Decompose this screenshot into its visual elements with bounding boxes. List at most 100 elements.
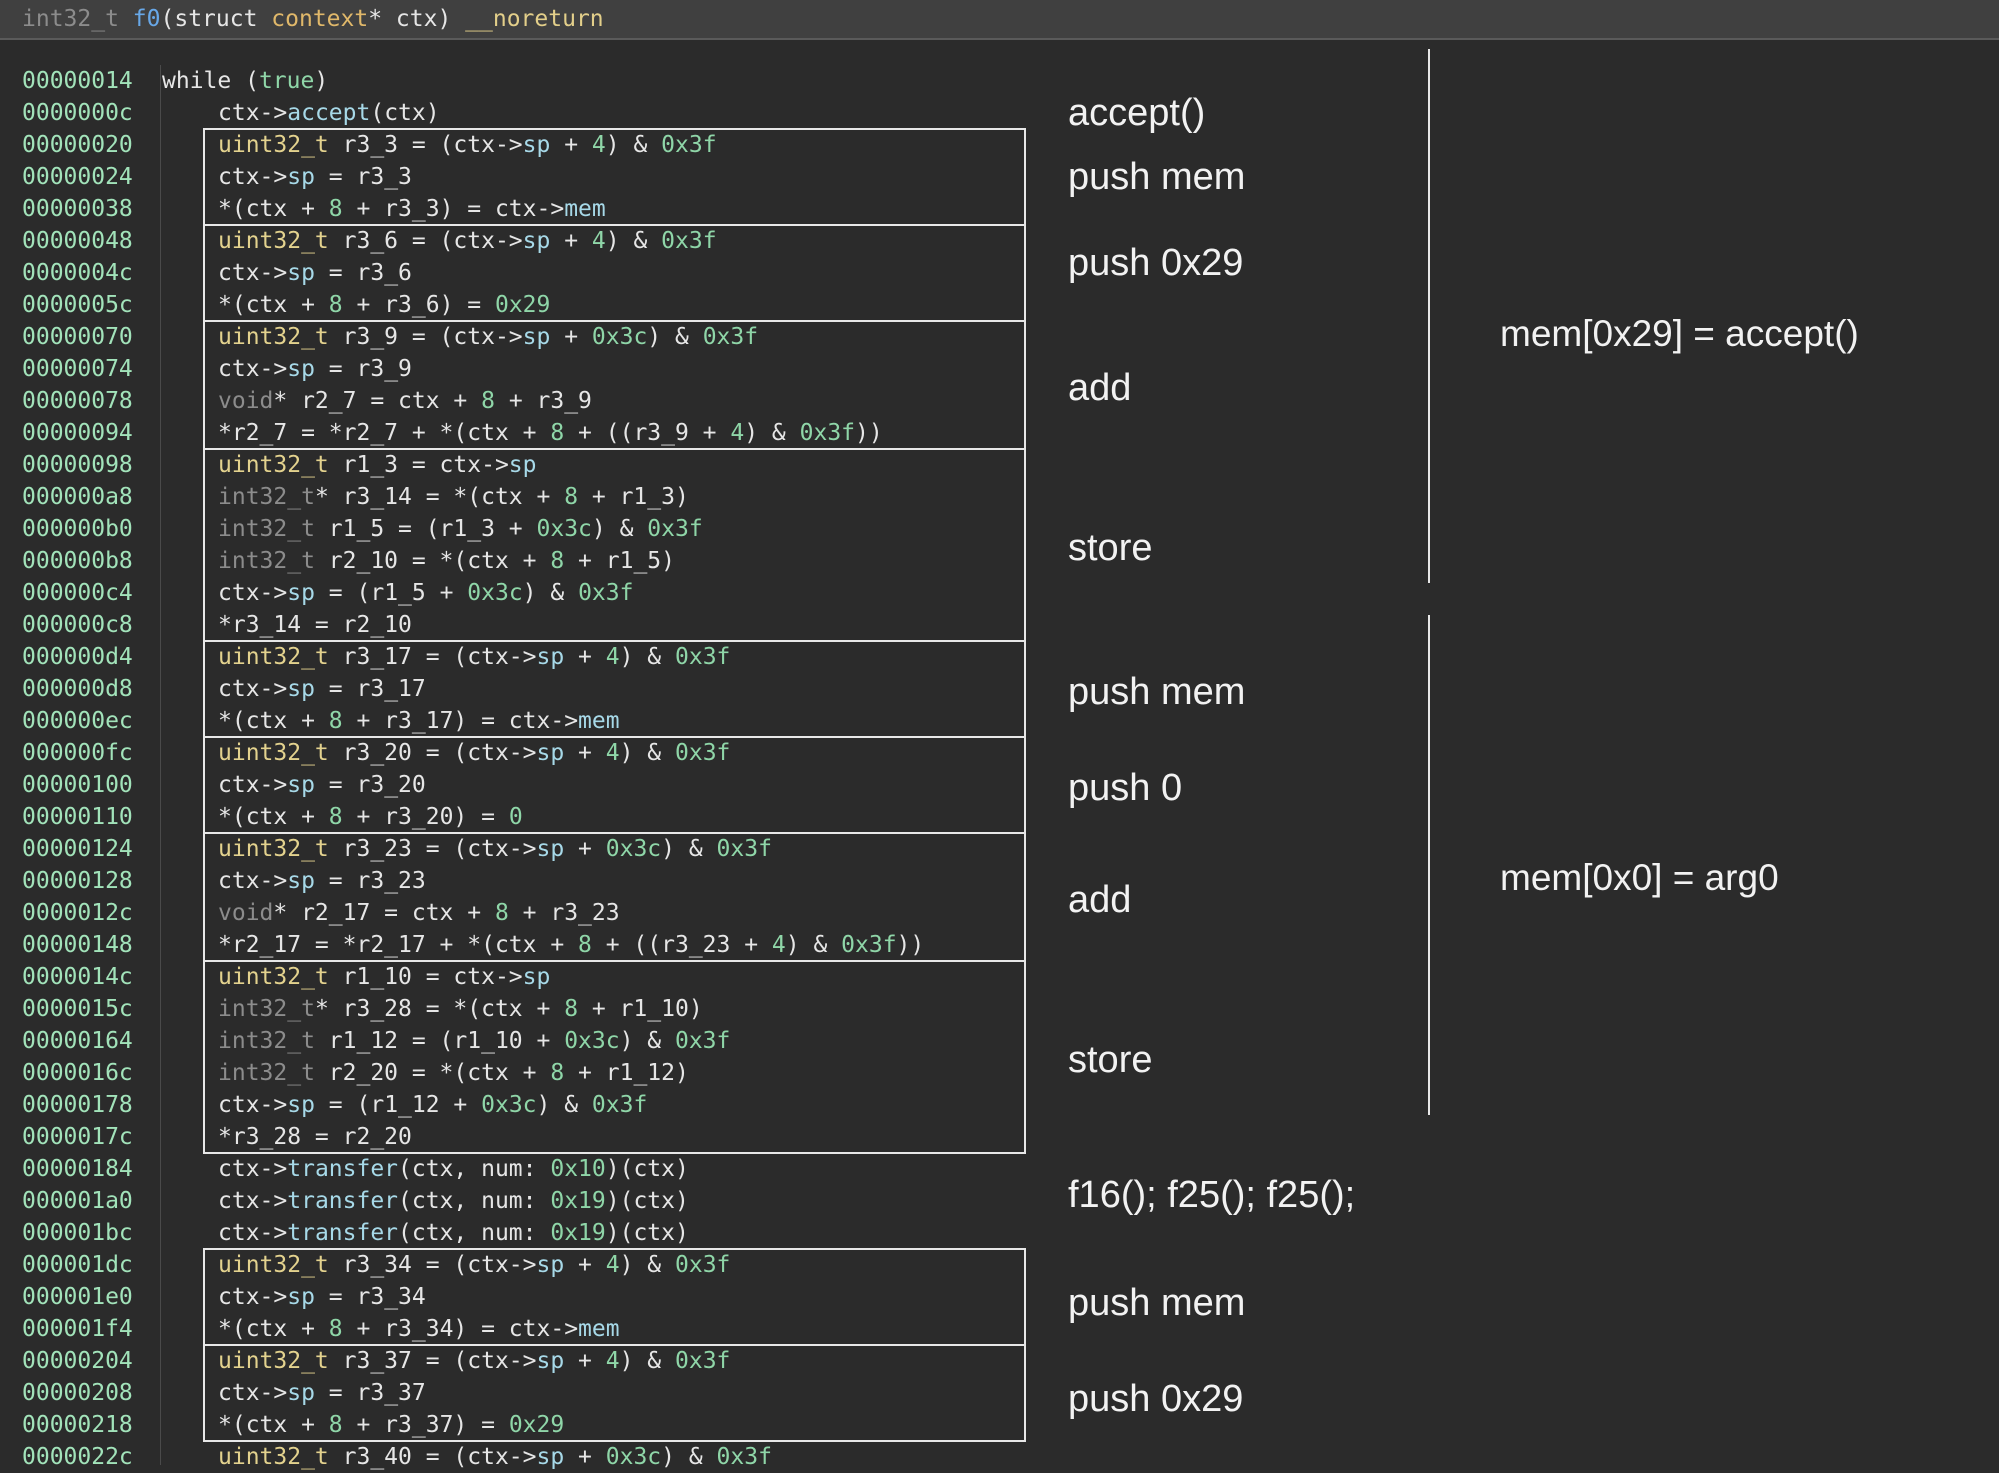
code-text[interactable]: ctx->sp = r3_3 [218,161,412,193]
line-address[interactable]: 0000000c [22,100,133,126]
code-line[interactable]: 0000000c ctx->accept(ctx) [0,97,1040,129]
line-address[interactable]: 00000178 [22,1092,133,1118]
code-text[interactable]: uint32_t r3_34 = (ctx->sp + 4) & 0x3f [218,1249,730,1281]
code-text[interactable]: void* r2_7 = ctx + 8 + r3_9 [218,385,592,417]
code-line[interactable]: 0000005c*(ctx + 8 + r3_6) = 0x29 [0,289,1040,321]
code-line[interactable]: 000001e0 ctx->sp = r3_34 [0,1281,1040,1313]
line-address[interactable]: 00000014 [22,68,133,94]
code-line[interactable]: 00000128 ctx->sp = r3_23 [0,865,1040,897]
code-line[interactable]: 00000178 ctx->sp = (r1_12 + 0x3c) & 0x3f [0,1089,1040,1121]
line-address[interactable]: 000000a8 [22,484,133,510]
code-line[interactable]: 000001bc ctx->transfer(ctx, num: 0x19)(ct… [0,1217,1040,1249]
line-address[interactable]: 000001bc [22,1220,133,1246]
line-address[interactable]: 00000164 [22,1028,133,1054]
code-text[interactable]: ctx->sp = r3_34 [218,1281,426,1313]
code-text[interactable]: uint32_t r3_3 = (ctx->sp + 4) & 0x3f [218,129,717,161]
line-address[interactable]: 00000070 [22,324,133,350]
code-text[interactable]: *(ctx + 8 + r3_37) = 0x29 [218,1409,564,1441]
code-text[interactable]: *r2_17 = *r2_17 + *(ctx + 8 + ((r3_23 + … [218,929,924,961]
line-address[interactable]: 00000100 [22,772,133,798]
line-address[interactable]: 00000184 [22,1156,133,1182]
line-address[interactable]: 000001e0 [22,1284,133,1310]
code-line[interactable]: 0000012c void* r2_17 = ctx + 8 + r3_23 [0,897,1040,929]
code-line[interactable]: 000000d4 uint32_t r3_17 = (ctx->sp + 4) &… [0,641,1040,673]
code-text[interactable]: ctx->sp = (r1_12 + 0x3c) & 0x3f [218,1089,647,1121]
line-address[interactable]: 000001a0 [22,1188,133,1214]
code-line[interactable]: 0000014c uint32_t r1_10 = ctx->sp [0,961,1040,993]
code-line[interactable]: 00000020 uint32_t r3_3 = (ctx->sp + 4) & … [0,129,1040,161]
line-address[interactable]: 000000b8 [22,548,133,574]
code-line[interactable]: 0000017c*r3_28 = r2_20 [0,1121,1040,1153]
line-address[interactable]: 0000015c [22,996,133,1022]
code-text[interactable]: int32_t* r3_14 = *(ctx + 8 + r1_3) [218,481,689,513]
code-text[interactable]: ctx->sp = r3_9 [218,353,412,385]
line-address[interactable]: 00000094 [22,420,133,446]
code-line[interactable]: 00000148 *r2_17 = *r2_17 + *(ctx + 8 + ((… [0,929,1040,961]
code-text[interactable]: *r3_28 = r2_20 [218,1121,412,1153]
code-text[interactable]: ctx->sp = r3_23 [218,865,426,897]
line-address[interactable]: 0000004c [22,260,133,286]
code-text[interactable]: void* r2_17 = ctx + 8 + r3_23 [218,897,620,929]
code-text[interactable]: uint32_t r3_40 = (ctx->sp + 0x3c) & 0x3f [218,1441,772,1473]
line-address[interactable]: 000001f4 [22,1316,133,1342]
code-line[interactable]: 00000110*(ctx + 8 + r3_20) = 0 [0,801,1040,833]
line-address[interactable]: 00000124 [22,836,133,862]
code-text[interactable]: ctx->sp = r3_20 [218,769,426,801]
line-address[interactable]: 00000148 [22,932,133,958]
code-text[interactable]: ctx->sp = r3_6 [218,257,412,289]
code-line[interactable]: 00000048 uint32_t r3_6 = (ctx->sp + 4) & … [0,225,1040,257]
code-text[interactable]: *r3_14 = r2_10 [218,609,412,641]
code-text[interactable]: uint32_t r3_20 = (ctx->sp + 4) & 0x3f [218,737,730,769]
code-line[interactable]: 00000218 *(ctx + 8 + r3_37) = 0x29 [0,1409,1040,1441]
line-address[interactable]: 0000012c [22,900,133,926]
code-line[interactable]: 00000094*r2_7 = *r2_7 + *(ctx + 8 + ((r3… [0,417,1040,449]
code-text[interactable]: ctx->sp = (r1_5 + 0x3c) & 0x3f [218,577,633,609]
line-address[interactable]: 000001dc [22,1252,133,1278]
line-address[interactable]: 0000014c [22,964,133,990]
code-line[interactable]: 0000022c uint32_t r3_40 = (ctx->sp + 0x3c… [0,1441,1040,1473]
code-text[interactable]: uint32_t r3_37 = (ctx->sp + 4) & 0x3f [218,1345,730,1377]
line-address[interactable]: 000000b0 [22,516,133,542]
code-line[interactable]: 000000a8 int32_t* r3_14 = *(ctx + 8 + r1_… [0,481,1040,513]
line-address[interactable]: 00000020 [22,132,133,158]
code-text[interactable]: uint32_t r3_17 = (ctx->sp + 4) & 0x3f [218,641,730,673]
function-name[interactable]: f0 [132,6,161,32]
line-address[interactable]: 00000048 [22,228,133,254]
code-text[interactable]: uint32_t r1_10 = ctx->sp [218,961,550,993]
code-line[interactable]: 000001dc uint32_t r3_34 = (ctx->sp + 4) &… [0,1249,1040,1281]
code-text[interactable]: int32_t* r3_28 = *(ctx + 8 + r1_10) [218,993,703,1025]
code-text[interactable]: ctx->transfer(ctx, num: 0x10)(ctx) [218,1153,689,1185]
line-address[interactable]: 000000c4 [22,580,133,606]
code-text[interactable]: int32_t r1_12 = (r1_10 + 0x3c) & 0x3f [218,1025,730,1057]
code-text[interactable]: *(ctx + 8 + r3_6) = 0x29 [218,289,550,321]
code-text[interactable]: *(ctx + 8 + r3_17) = ctx->mem [218,705,620,737]
code-line[interactable]: 000000c8 *r3_14 = r2_10 [0,609,1040,641]
code-text[interactable]: uint32_t r1_3 = ctx->sp [218,449,537,481]
code-line[interactable]: 00000074 ctx->sp = r3_9 [0,353,1040,385]
code-text[interactable]: uint32_t r3_6 = (ctx->sp + 4) & 0x3f [218,225,717,257]
code-text[interactable]: int32_t r2_20 = *(ctx + 8 + r1_12) [218,1057,689,1089]
line-address[interactable]: 000000ec [22,708,133,734]
code-text[interactable]: ctx->transfer(ctx, num: 0x19)(ctx) [218,1217,689,1249]
code-text[interactable]: ctx->accept(ctx) [218,97,440,129]
line-address[interactable]: 00000128 [22,868,133,894]
line-address[interactable]: 00000208 [22,1380,133,1406]
code-line[interactable]: 0000004c ctx->sp = r3_6 [0,257,1040,289]
line-address[interactable]: 0000022c [22,1444,133,1470]
code-text[interactable]: int32_t r2_10 = *(ctx + 8 + r1_5) [218,545,675,577]
context-type[interactable]: context [271,6,369,32]
line-address[interactable]: 00000074 [22,356,133,382]
code-text[interactable]: *(ctx + 8 + r3_34) = ctx->mem [218,1313,620,1345]
line-address[interactable]: 00000218 [22,1412,133,1438]
code-line[interactable]: 00000038*(ctx + 8 + r3_3) = ctx->mem [0,193,1040,225]
line-address[interactable]: 000000c8 [22,612,133,638]
code-text[interactable]: ctx->transfer(ctx, num: 0x19)(ctx) [218,1185,689,1217]
line-address[interactable]: 000000d4 [22,644,133,670]
